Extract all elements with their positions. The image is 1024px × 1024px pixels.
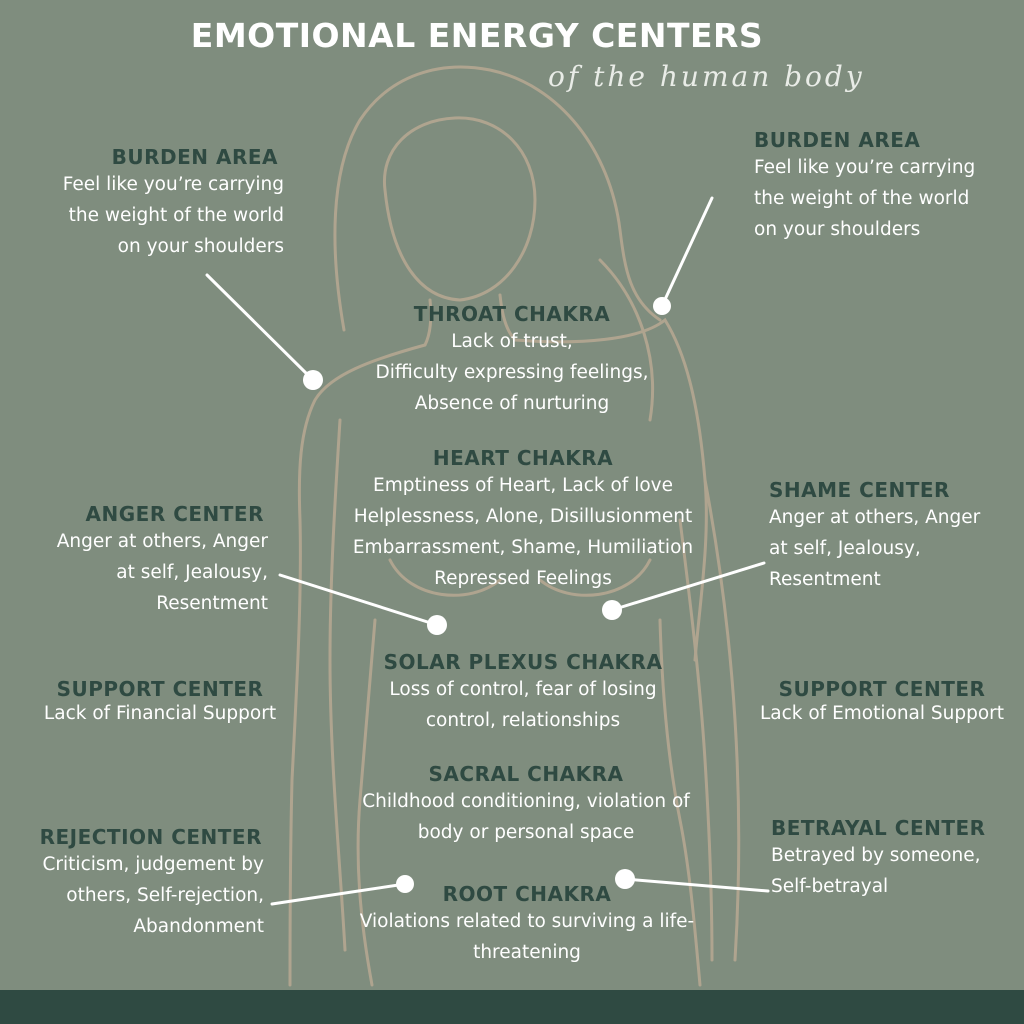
body-silhouette: [288, 65, 741, 987]
dot-anger: [427, 615, 447, 635]
root-text: Violations related to surviving a life- …: [359, 911, 695, 963]
footer-bar: [0, 990, 1024, 1024]
connector-betrayal: [623, 877, 770, 893]
solar-plexus-chakra: SOLAR PLEXUS CHAKRA Loss of control, fea…: [368, 650, 678, 736]
shame-heading: SHAME CENTER: [769, 478, 950, 502]
dot-burden-right: [653, 297, 671, 315]
sacral-text: Childhood conditioning, violation of bod…: [362, 791, 690, 843]
burden-right-heading: BURDEN AREA: [754, 128, 921, 152]
burden-left-heading: BURDEN AREA: [111, 145, 278, 169]
solar-heading: SOLAR PLEXUS CHAKRA: [383, 650, 663, 674]
solar-text: Loss of control, fear of losing control,…: [389, 679, 657, 731]
throat-text: Lack of trust, Difficulty expressing fee…: [375, 331, 649, 414]
shame-text: Anger at others, Anger at self, Jealousy…: [769, 507, 981, 590]
connector-dots: [303, 297, 671, 893]
rejection-text: Criticism, judgement by others, Self-rej…: [42, 854, 264, 937]
connector-burden-left: [205, 273, 315, 382]
sacral-heading: SACRAL CHAKRA: [428, 762, 624, 786]
root-heading: ROOT CHAKRA: [442, 882, 612, 906]
support-right-text: Lack of Emotional Support: [759, 703, 1005, 724]
burden-area-right: BURDEN AREA Feel like you’re carrying th…: [754, 128, 1014, 245]
page-subtitle: of the human body: [548, 60, 865, 93]
rejection-center: REJECTION CENTER Criticism, judgement by…: [4, 825, 264, 942]
support-left-heading: SUPPORT CENTER: [56, 677, 264, 701]
dot-burden-left: [303, 370, 323, 390]
sacral-chakra: SACRAL CHAKRA Childhood conditioning, vi…: [336, 762, 716, 848]
throat-chakra: THROAT CHAKRA Lack of trust, Difficulty …: [352, 302, 672, 419]
support-center-right: SUPPORT CENTER Lack of Emotional Support: [740, 677, 1024, 727]
support-center-left: SUPPORT CENTER Lack of Financial Support: [20, 677, 300, 727]
page-title: EMOTIONAL ENERGY CENTERS: [190, 16, 764, 55]
betrayal-text: Betrayed by someone, Self-betrayal: [771, 845, 981, 897]
shame-center: SHAME CENTER Anger at others, Anger at s…: [769, 478, 1014, 595]
root-chakra: ROOT CHAKRA Violations related to surviv…: [332, 882, 722, 968]
rejection-heading: REJECTION CENTER: [39, 825, 262, 849]
heart-text: Emptiness of Heart, Lack of love Helples…: [352, 475, 694, 589]
heart-chakra: HEART CHAKRA Emptiness of Heart, Lack of…: [333, 446, 713, 594]
anger-center: ANGER CENTER Anger at others, Anger at s…: [8, 502, 268, 619]
anger-heading: ANGER CENTER: [85, 502, 264, 526]
throat-heading: THROAT CHAKRA: [413, 302, 611, 326]
burden-right-text: Feel like you’re carrying the weight of …: [754, 157, 976, 240]
connector-rejection: [270, 882, 407, 906]
burden-left-text: Feel like you’re carrying the weight of …: [62, 174, 284, 257]
support-left-text: Lack of Financial Support: [43, 703, 277, 724]
dot-betrayal: [615, 869, 635, 889]
heart-heading: HEART CHAKRA: [432, 446, 614, 470]
connector-shame: [610, 561, 766, 612]
betrayal-center: BETRAYAL CENTER Betrayed by someone, Sel…: [771, 816, 1016, 902]
connector-lines: [205, 196, 770, 906]
burden-area-left: BURDEN AREA Feel like you’re carrying th…: [4, 145, 284, 262]
dot-rejection: [396, 875, 414, 893]
dot-shame: [602, 600, 622, 620]
connector-anger: [278, 573, 439, 627]
betrayal-heading: BETRAYAL CENTER: [771, 816, 986, 840]
connector-burden-right: [660, 196, 714, 308]
support-right-heading: SUPPORT CENTER: [778, 677, 986, 701]
anger-text: Anger at others, Anger at self, Jealousy…: [56, 531, 268, 614]
